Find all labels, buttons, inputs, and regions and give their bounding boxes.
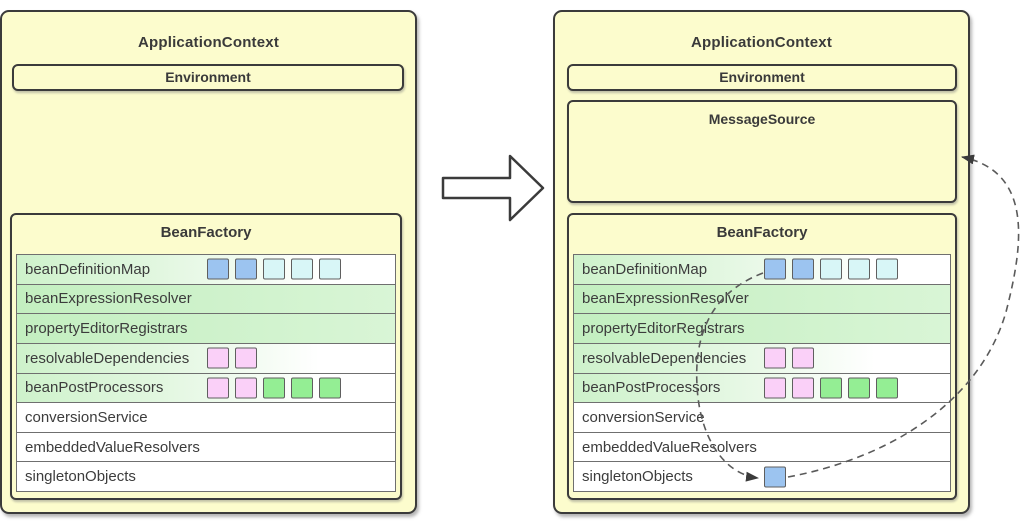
bean-square-blue xyxy=(235,258,257,280)
application-context-panel-before: ApplicationContext Environment BeanFacto… xyxy=(0,10,417,514)
row-label: propertyEditorRegistrars xyxy=(582,320,745,338)
row-label: beanPostProcessors xyxy=(582,379,721,397)
bean-square-green xyxy=(319,377,341,399)
bean-square-cyan xyxy=(820,258,842,280)
bean-square-cyan xyxy=(263,258,285,280)
bean-squares xyxy=(764,258,898,280)
bean-square-pink xyxy=(764,377,786,399)
environment-box: Environment xyxy=(567,64,957,91)
row-label: beanExpressionResolver xyxy=(25,290,192,308)
bean-square-cyan xyxy=(291,258,313,280)
bean-factory-row: beanPostProcessors xyxy=(573,372,951,404)
environment-label: Environment xyxy=(719,69,805,85)
bean-square-pink xyxy=(207,347,229,369)
row-label: embeddedValueResolvers xyxy=(582,438,757,456)
row-label: embeddedValueResolvers xyxy=(25,438,200,456)
bean-factory-rows: beanDefinitionMap beanExpressionResolver p… xyxy=(16,254,396,492)
bean-factory-row: beanPostProcessors xyxy=(16,372,396,404)
bean-squares xyxy=(764,377,898,399)
bean-square-blue xyxy=(207,258,229,280)
bean-square-pink xyxy=(764,347,786,369)
bean-factory-row: beanDefinitionMap xyxy=(573,254,951,285)
row-label: resolvableDependencies xyxy=(25,349,190,367)
bean-factory-row: beanExpressionResolver xyxy=(573,283,951,315)
bean-factory-title: BeanFactory xyxy=(160,224,252,241)
bean-square-cyan xyxy=(876,258,898,280)
row-label: singletonObjects xyxy=(25,468,136,486)
panel-title: ApplicationContext xyxy=(690,34,833,51)
application-context-panel-after: ApplicationContext Environment MessageSo… xyxy=(553,10,970,514)
row-label: beanDefinitionMap xyxy=(582,260,708,278)
row-label: singletonObjects xyxy=(582,468,693,486)
row-label: conversionService xyxy=(25,408,148,426)
bean-square-green xyxy=(820,377,842,399)
bean-square-green xyxy=(876,377,898,399)
message-source-box: MessageSource xyxy=(567,100,957,203)
bean-squares xyxy=(764,347,814,369)
bean-square-green xyxy=(848,377,870,399)
bean-factory-row: propertyEditorRegistrars xyxy=(573,313,951,344)
bean-squares xyxy=(764,466,786,488)
row-label: beanPostProcessors xyxy=(25,379,164,397)
row-label: conversionService xyxy=(582,408,705,426)
bean-factory-box: BeanFactory beanDefinitionMap beanExpress… xyxy=(10,213,402,500)
bean-factory-title: BeanFactory xyxy=(716,224,808,241)
bean-factory-row: beanDefinitionMap xyxy=(16,254,396,285)
bean-factory-row: resolvableDependencies xyxy=(573,342,951,374)
panel-title: ApplicationContext xyxy=(137,34,280,51)
bean-squares xyxy=(207,258,341,280)
bean-square-green xyxy=(263,377,285,399)
bean-square-blue xyxy=(764,258,786,280)
bean-factory-row: beanExpressionResolver xyxy=(16,283,396,315)
bean-square-cyan xyxy=(848,258,870,280)
bean-factory-row: propertyEditorRegistrars xyxy=(16,313,396,344)
bean-factory-row: singletonObjects xyxy=(573,461,951,492)
row-label: resolvableDependencies xyxy=(582,349,747,367)
bean-squares xyxy=(207,347,257,369)
bean-factory-box: BeanFactory beanDefinitionMap beanExpress… xyxy=(567,213,957,500)
environment-label: Environment xyxy=(165,69,251,85)
row-label: beanExpressionResolver xyxy=(582,290,749,308)
environment-box: Environment xyxy=(12,64,404,91)
bean-factory-row: conversionService xyxy=(573,402,951,433)
bean-square-blue xyxy=(764,466,786,488)
bean-factory-row: singletonObjects xyxy=(16,461,396,492)
bean-factory-row: conversionService xyxy=(16,402,396,433)
bean-factory-row: embeddedValueResolvers xyxy=(16,431,396,463)
transform-arrow-icon xyxy=(441,154,545,222)
bean-square-pink xyxy=(235,377,257,399)
bean-square-blue xyxy=(792,258,814,280)
bean-factory-row: embeddedValueResolvers xyxy=(573,431,951,463)
bean-square-pink xyxy=(235,347,257,369)
bean-square-pink xyxy=(792,377,814,399)
bean-square-pink xyxy=(207,377,229,399)
bean-square-cyan xyxy=(319,258,341,280)
row-label: beanDefinitionMap xyxy=(25,260,151,278)
bean-square-green xyxy=(291,377,313,399)
bean-squares xyxy=(207,377,341,399)
row-label: propertyEditorRegistrars xyxy=(25,320,188,338)
message-source-title: MessageSource xyxy=(708,111,816,127)
bean-factory-row: resolvableDependencies xyxy=(16,342,396,374)
bean-square-pink xyxy=(792,347,814,369)
bean-factory-rows: beanDefinitionMap beanExpressionResolver p… xyxy=(573,254,951,492)
